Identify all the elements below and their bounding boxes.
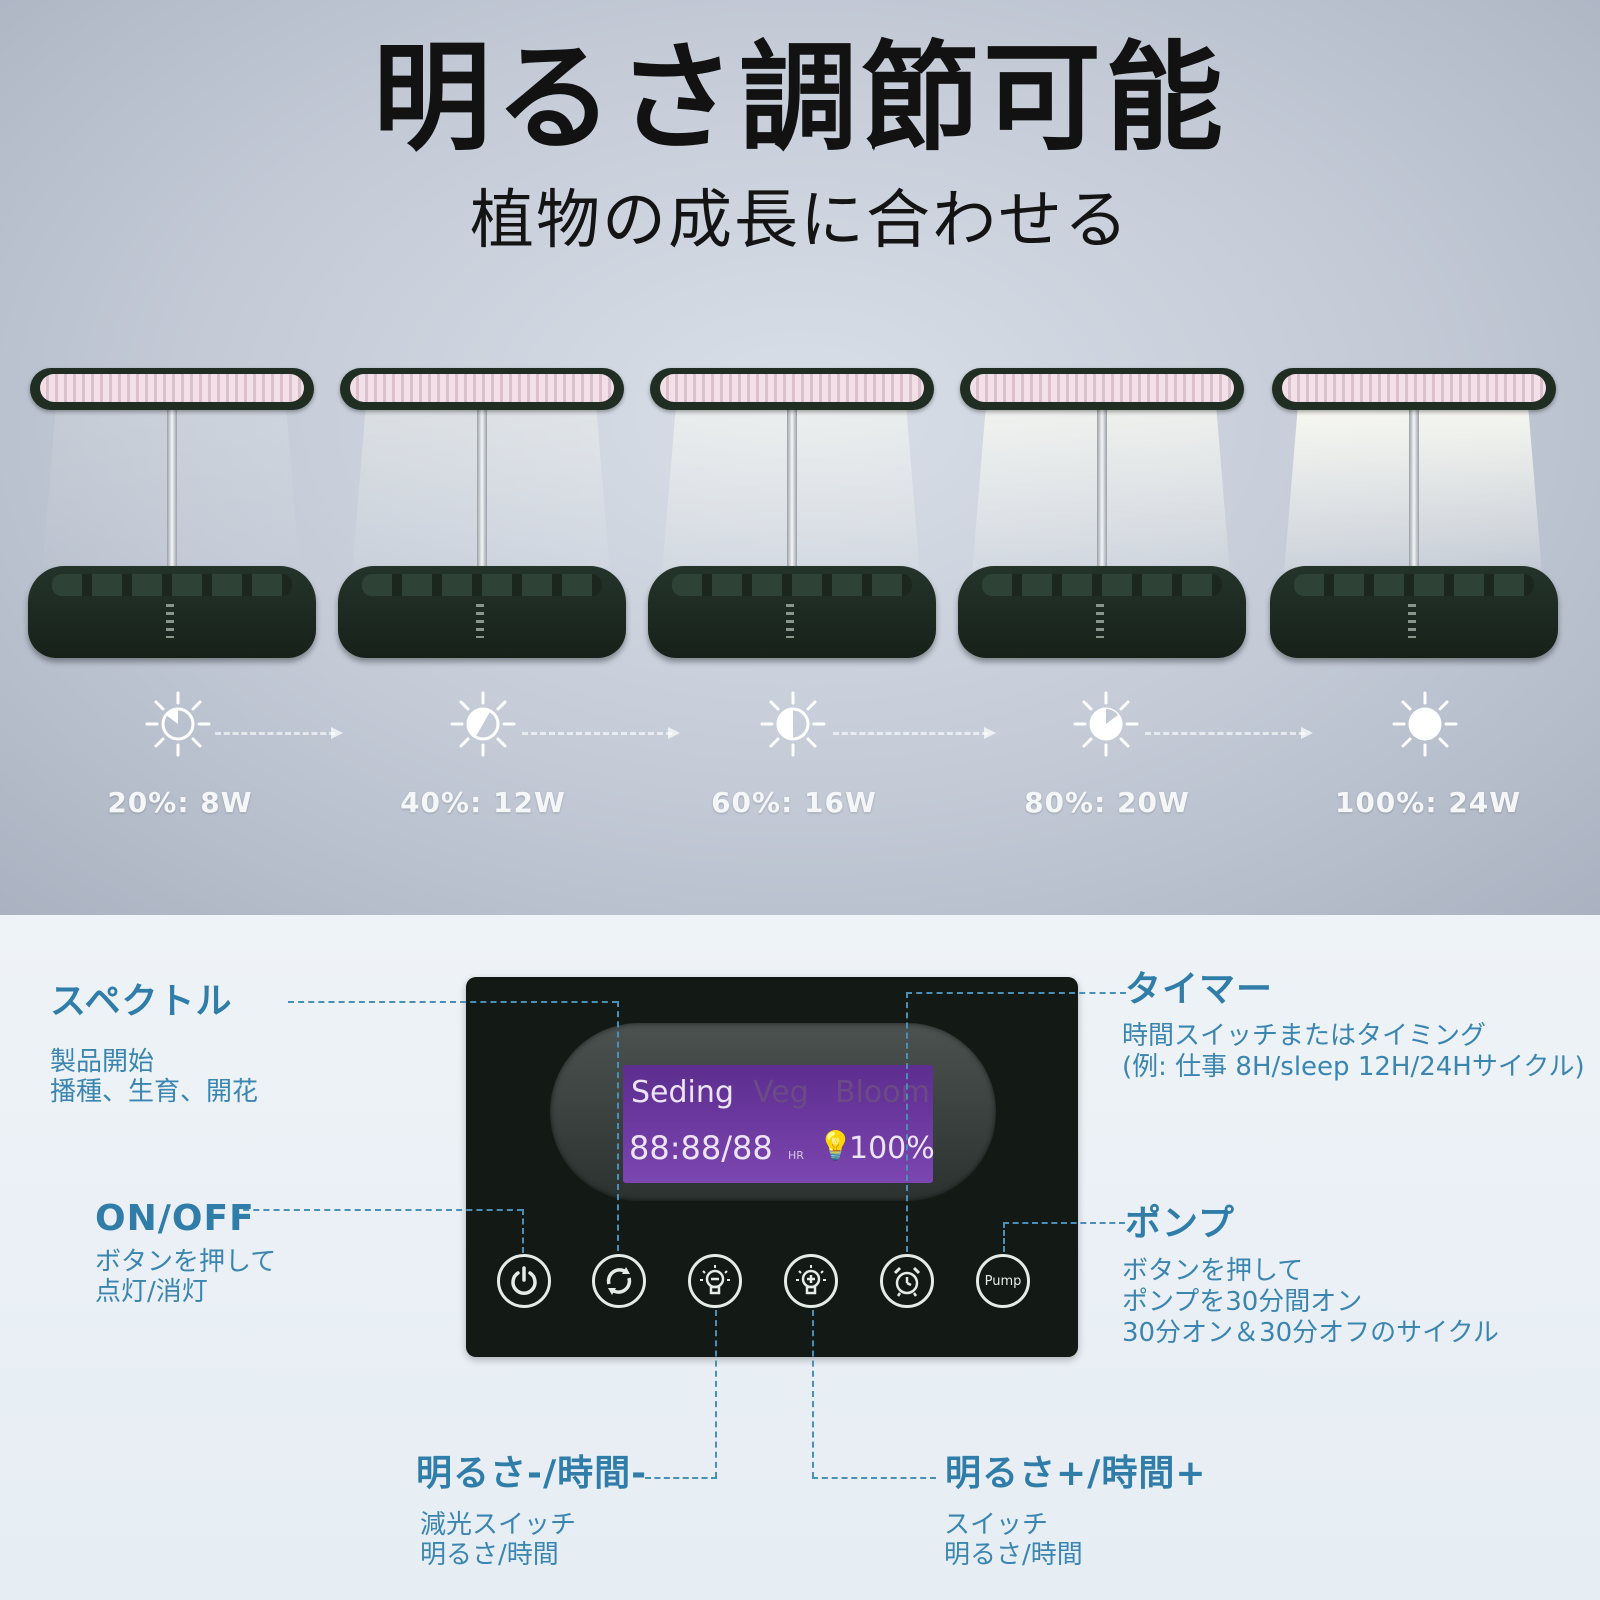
connector-line (522, 1209, 524, 1253)
progress-arrow (215, 727, 343, 739)
connector-line (233, 1209, 523, 1211)
sun-80-icon (1073, 691, 1139, 757)
connector-line (906, 992, 1126, 994)
cycle-icon (606, 1267, 632, 1295)
connector-line (715, 1310, 717, 1478)
hr-label: HR (788, 1149, 804, 1162)
page-subtitle: 植物の成長に合わせる (470, 184, 1130, 258)
pump-callout-line: ポンプを30分間オン (1122, 1287, 1363, 1317)
pump-callout-title: ポンプ (1125, 1203, 1235, 1244)
connector-line (812, 1477, 936, 1479)
pump-button[interactable]: Pump (976, 1254, 1030, 1308)
power-button[interactable] (497, 1254, 551, 1308)
alarm-clock-icon (893, 1266, 921, 1297)
timer-callout-line: (例: 仕事 8H/sleep 12H/24Hサイクル) (1122, 1052, 1585, 1082)
spectrum-button[interactable] (592, 1254, 646, 1308)
timer-callout-line: 時間スイッチまたはタイミング (1122, 1021, 1487, 1051)
mode-bloom: Bloom (835, 1075, 930, 1110)
pump-callout-line: ボタンを押して (1122, 1256, 1304, 1286)
time-readout: 88:88/88 (629, 1129, 773, 1167)
bulb-plus-icon (796, 1265, 826, 1295)
mode-seeding: Seding (631, 1075, 734, 1110)
brightness-plus-button[interactable] (784, 1254, 838, 1308)
level-label: 20%: 8W (107, 786, 253, 819)
bulb-minus-icon (700, 1265, 730, 1295)
connector-line (1003, 1222, 1005, 1252)
level-label: 40%: 12W (400, 786, 566, 819)
bulb-icon: 💡 (818, 1129, 853, 1162)
level-label: 80%: 20W (1024, 786, 1190, 819)
lamp-image (28, 368, 318, 668)
page-title: 明るさ調節可能 (372, 29, 1227, 167)
sun-40-icon (450, 691, 516, 757)
connector-line (906, 992, 908, 1252)
connector-line (812, 1310, 814, 1478)
brightness-plus-callout-line: スイッチ (944, 1510, 1049, 1540)
lamp-image (958, 368, 1248, 668)
lcd-display: Seding Veg Bloom 88:88/88 HR 💡 100% (623, 1065, 935, 1183)
level-label: 100%: 24W (1334, 786, 1522, 819)
spectrum-callout-line: 製品開始 (50, 1047, 155, 1077)
connector-line (617, 1001, 619, 1251)
connector-line (288, 1001, 618, 1003)
brightness-minus-button[interactable] (688, 1254, 742, 1308)
lamp-image (648, 368, 938, 668)
spectrum-callout-title: スペクトル (50, 981, 233, 1022)
onoff-callout-line: 点灯/消灯 (95, 1277, 208, 1307)
connector-line (645, 1477, 717, 1479)
onoff-callout-title: ON/OFF (95, 1198, 255, 1239)
progress-arrow (833, 727, 996, 739)
sun-20-icon (145, 691, 211, 757)
sun-100-icon (1392, 691, 1458, 757)
brightness-minus-callout-line: 減光スイッチ (420, 1510, 577, 1540)
pump-callout-line: 30分オン＆30分オフのサイクル (1122, 1318, 1499, 1348)
power-icon (511, 1266, 537, 1295)
brightness-minus-callout-title: 明るさ-/時間- (416, 1453, 648, 1494)
onoff-callout-line: ボタンを押して (95, 1247, 277, 1277)
brightness-readout: 100% (849, 1131, 935, 1166)
brightness-plus-callout-line: 明るさ/時間 (944, 1540, 1083, 1570)
level-label: 60%: 16W (711, 786, 877, 819)
mode-veg: Veg (753, 1075, 809, 1110)
progress-arrow (522, 727, 680, 739)
brightness-minus-callout-line: 明るさ/時間 (420, 1540, 559, 1570)
connector-line (1003, 1222, 1125, 1224)
timer-callout-title: タイマー (1125, 969, 1274, 1010)
lamp-image (338, 368, 628, 668)
pump-button-label: Pump (984, 1273, 1022, 1289)
timer-button[interactable] (880, 1254, 934, 1308)
spectrum-callout-line: 播種、生育、開花 (50, 1077, 259, 1107)
progress-arrow (1145, 727, 1313, 739)
sun-60-icon (760, 691, 826, 757)
brightness-plus-callout-title: 明るさ+/時間+ (945, 1453, 1207, 1494)
lamp-image (1270, 368, 1560, 668)
hero-section: 明るさ調節可能 植物の成長に合わせる (0, 0, 1600, 915)
